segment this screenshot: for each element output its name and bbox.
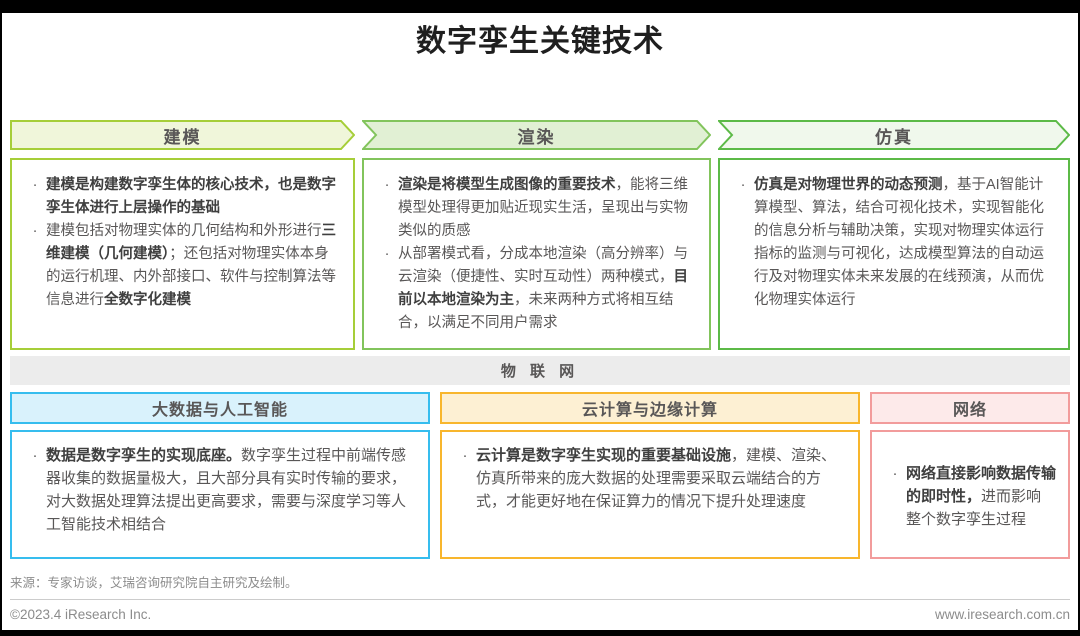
section-simulation-header: 仿真	[718, 120, 1070, 150]
iot-band: 物 联 网	[10, 356, 1070, 385]
bullet-text: 云计算是数字孪生实现的重要基础设施，建模、渲染、仿真所带来的庞大数据的处理需要采…	[476, 447, 837, 510]
bullet-text: 从部署模式看，分成本地渲染（高分辨率）与云渲染（便捷性、实时互动性）两种模式，目…	[398, 246, 688, 331]
bullet-text: 建模是构建数字孪生体的核心技术，也是数字孪生体进行上层操作的基础	[46, 177, 336, 216]
cloud-header-box: 云计算与边缘计算	[440, 392, 860, 424]
bullet-list: · 建模是构建数字孪生体的核心技术，也是数字孪生体进行上层操作的基础 · 建模包括对物…	[24, 174, 341, 312]
bullet-list: · 渲染是将模型生成图像的重要技术，能将三维模型处理得更加贴近现实生活，呈现出与实…	[376, 174, 697, 335]
bullet-item: · 数据是数字孪生的实现底座。数字孪生过程中前端传感器收集的数据量极大，且大部分具…	[24, 444, 416, 536]
simulation-text-box: · 仿真是对物理世界的动态预测，基于AI智能计算模型、算法，结合可视化技术，实现智…	[718, 158, 1070, 350]
bullet-dot: ·	[32, 447, 38, 464]
top-content-row: · 建模是构建数字孪生体的核心技术，也是数字孪生体进行上层操作的基础 · 建模包括对物…	[10, 158, 1070, 350]
bullet-text: 数据是数字孪生的实现底座。数字孪生过程中前端传感器收集的数据量极大，且大部分具有…	[46, 447, 407, 533]
section-network-body: · 网络直接影响数据传输的即时性，进而影响整个数字孪生过程	[870, 430, 1070, 559]
bullet-item: · 建模包括对物理实体的几何结构和外形进行三维建模（几何建模）；还包括对物理实体本…	[24, 220, 341, 312]
bullet-dot: ·	[462, 447, 468, 464]
bullet-dot: ·	[384, 246, 390, 262]
section-header-label: 大数据与人工智能	[151, 402, 288, 419]
section-header-label: 渲染	[517, 127, 556, 147]
bullet-list: · 仿真是对物理世界的动态预测，基于AI智能计算模型、算法，结合可视化技术，实现智…	[732, 174, 1056, 312]
bullet-dot: ·	[384, 177, 390, 193]
bullet-item: · 仿真是对物理世界的动态预测，基于AI智能计算模型、算法，结合可视化技术，实现智…	[732, 174, 1056, 312]
bullet-list: · 网络直接影响数据传输的即时性，进而影响整个数字孪生过程	[884, 462, 1057, 531]
arrow-shape-icon	[362, 120, 711, 150]
source-note: 来源：专家访谈，艾瑞咨询研究院自主研究及绘制。	[10, 576, 298, 590]
footer-bar: ©2023.4 iResearch Inc. www.iresearch.com…	[10, 600, 1070, 622]
network-text-box: · 网络直接影响数据传输的即时性，进而影响整个数字孪生过程	[870, 430, 1070, 559]
arrow-shape-icon	[10, 120, 355, 150]
bullet-dot: ·	[32, 177, 38, 193]
bottom-content-row: · 数据是数字孪生的实现底座。数字孪生过程中前端传感器收集的数据量极大，且大部分具…	[10, 430, 1070, 559]
top-header-row: 建模 渲染 仿真	[10, 120, 1070, 150]
copyright-text: ©2023.4 iResearch Inc.	[10, 607, 152, 622]
modeling-text-box: · 建模是构建数字孪生体的核心技术，也是数字孪生体进行上层操作的基础 · 建模包括对物…	[10, 158, 355, 350]
bullet-text: 网络直接影响数据传输的即时性，进而影响整个数字孪生过程	[906, 465, 1057, 528]
section-cloud-header: 云计算与边缘计算	[440, 392, 860, 424]
page-title: 数字孪生关键技术	[416, 25, 664, 58]
bullet-text: 建模包括对物理实体的几何结构和外形进行三维建模（几何建模）；还包括对物理实体本身…	[46, 223, 336, 308]
bullet-item: · 渲染是将模型生成图像的重要技术，能将三维模型处理得更加贴近现实生活，呈现出与实…	[376, 174, 697, 243]
bullet-item: · 云计算是数字孪生实现的重要基础设施，建模、渲染、仿真所带来的庞大数据的处理需要…	[454, 444, 846, 513]
bullet-item: · 建模是构建数字孪生体的核心技术，也是数字孪生体进行上层操作的基础	[24, 174, 341, 220]
bullet-dot: ·	[740, 177, 746, 193]
section-rendering-header: 渲染	[362, 120, 711, 150]
rendering-text-box: · 渲染是将模型生成图像的重要技术，能将三维模型处理得更加贴近现实生活，呈现出与实…	[362, 158, 711, 350]
bullet-item: · 网络直接影响数据传输的即时性，进而影响整个数字孪生过程	[884, 462, 1057, 531]
bullet-dot: ·	[892, 465, 898, 482]
bullet-item: · 从部署模式看，分成本地渲染（高分辨率）与云渲染（便捷性、实时互动性）两种模式，…	[376, 243, 697, 335]
section-header-label: 网络	[952, 402, 987, 419]
section-header-label: 建模	[163, 127, 202, 147]
bullet-text: 渲染是将模型生成图像的重要技术，能将三维模型处理得更加贴近现实生活，呈现出与实物…	[398, 177, 688, 239]
arrow-header-rendering: 渲染	[362, 120, 711, 150]
section-rendering-body: · 渲染是将模型生成图像的重要技术，能将三维模型处理得更加贴近现实生活，呈现出与实…	[362, 158, 711, 350]
section-bigdata-header: 大数据与人工智能	[10, 392, 430, 424]
cloud-text-box: · 云计算是数字孪生实现的重要基础设施，建模、渲染、仿真所带来的庞大数据的处理需要…	[440, 430, 860, 559]
bullet-dot: ·	[32, 223, 38, 239]
arrow-shape-icon	[718, 120, 1070, 150]
section-modeling-header: 建模	[10, 120, 355, 150]
arrow-header-modeling: 建模	[10, 120, 355, 150]
bigdata-text-box: · 数据是数字孪生的实现底座。数字孪生过程中前端传感器收集的数据量极大，且大部分具…	[10, 430, 430, 559]
bottom-header-row: 大数据与人工智能 云计算与边缘计算 网络	[10, 392, 1070, 424]
section-header-label: 云计算与边缘计算	[581, 402, 718, 419]
arrow-header-simulation: 仿真	[718, 120, 1070, 150]
section-simulation-body: · 仿真是对物理世界的动态预测，基于AI智能计算模型、算法，结合可视化技术，实现智…	[718, 158, 1070, 350]
bullet-list: · 数据是数字孪生的实现底座。数字孪生过程中前端传感器收集的数据量极大，且大部分具…	[24, 444, 416, 536]
section-bigdata-body: · 数据是数字孪生的实现底座。数字孪生过程中前端传感器收集的数据量极大，且大部分具…	[10, 430, 430, 559]
section-cloud-body: · 云计算是数字孪生实现的重要基础设施，建模、渲染、仿真所带来的庞大数据的处理需要…	[440, 430, 860, 559]
footer-divider	[10, 599, 1070, 600]
bigdata-header-box: 大数据与人工智能	[10, 392, 430, 424]
section-header-label: 仿真	[875, 127, 913, 147]
section-modeling-body: · 建模是构建数字孪生体的核心技术，也是数字孪生体进行上层操作的基础 · 建模包括对物…	[10, 158, 355, 350]
bullet-list: · 云计算是数字孪生实现的重要基础设施，建模、渲染、仿真所带来的庞大数据的处理需要…	[454, 444, 846, 513]
network-header-box: 网络	[870, 392, 1070, 424]
website-url: www.iresearch.com.cn	[934, 607, 1070, 622]
bullet-text: 仿真是对物理世界的动态预测，基于AI智能计算模型、算法，结合可视化技术，实现智能…	[754, 177, 1044, 308]
section-network-header: 网络	[870, 392, 1070, 424]
